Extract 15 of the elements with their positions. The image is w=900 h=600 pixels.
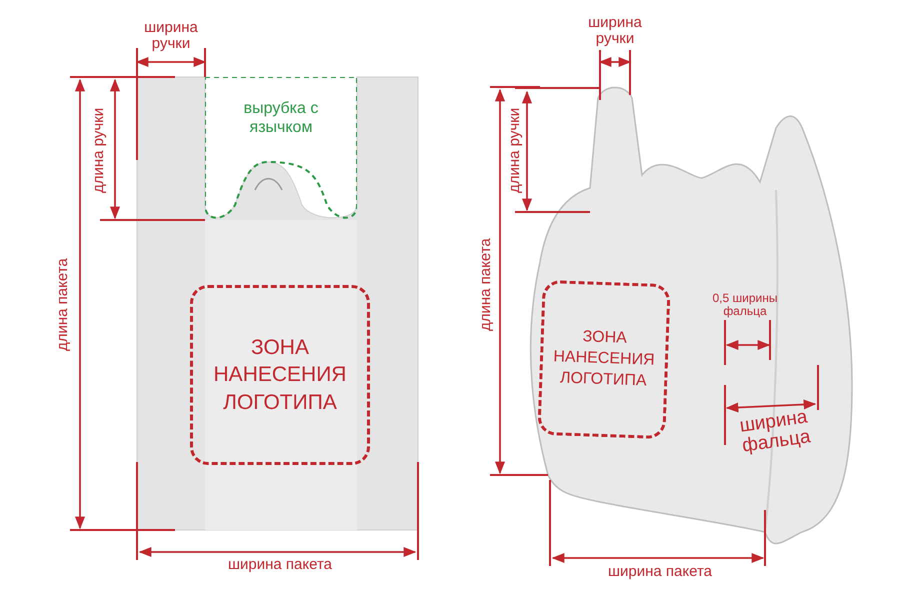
cutout-label: вырубка с язычком bbox=[242, 99, 320, 138]
dimension-label: длина ручки bbox=[91, 106, 107, 195]
dimension-label: длина пакета bbox=[55, 257, 71, 354]
dimension-label: ширина ручки bbox=[587, 15, 643, 46]
dimension-label: длина пакета bbox=[478, 237, 494, 334]
dimension-label: длина ручки bbox=[507, 106, 523, 195]
print-area-frame bbox=[537, 280, 671, 440]
dimension-label: 0,5 ширины фальца bbox=[712, 292, 778, 318]
dimension-label: ширина ручки bbox=[143, 20, 199, 52]
print-area-label: ЗОНА НАНЕСЕНИЯ ЛОГОТИПА bbox=[552, 328, 656, 392]
print-area-label: ЗОНА НАНЕСЕНИЯ ЛОГОТИПА bbox=[212, 335, 348, 416]
dimension-label: ширина фальца bbox=[737, 406, 813, 458]
dimension-label: ширина пакета bbox=[226, 557, 333, 573]
dimension-label: ширина пакета bbox=[606, 564, 713, 580]
print-area-frame bbox=[190, 285, 370, 465]
